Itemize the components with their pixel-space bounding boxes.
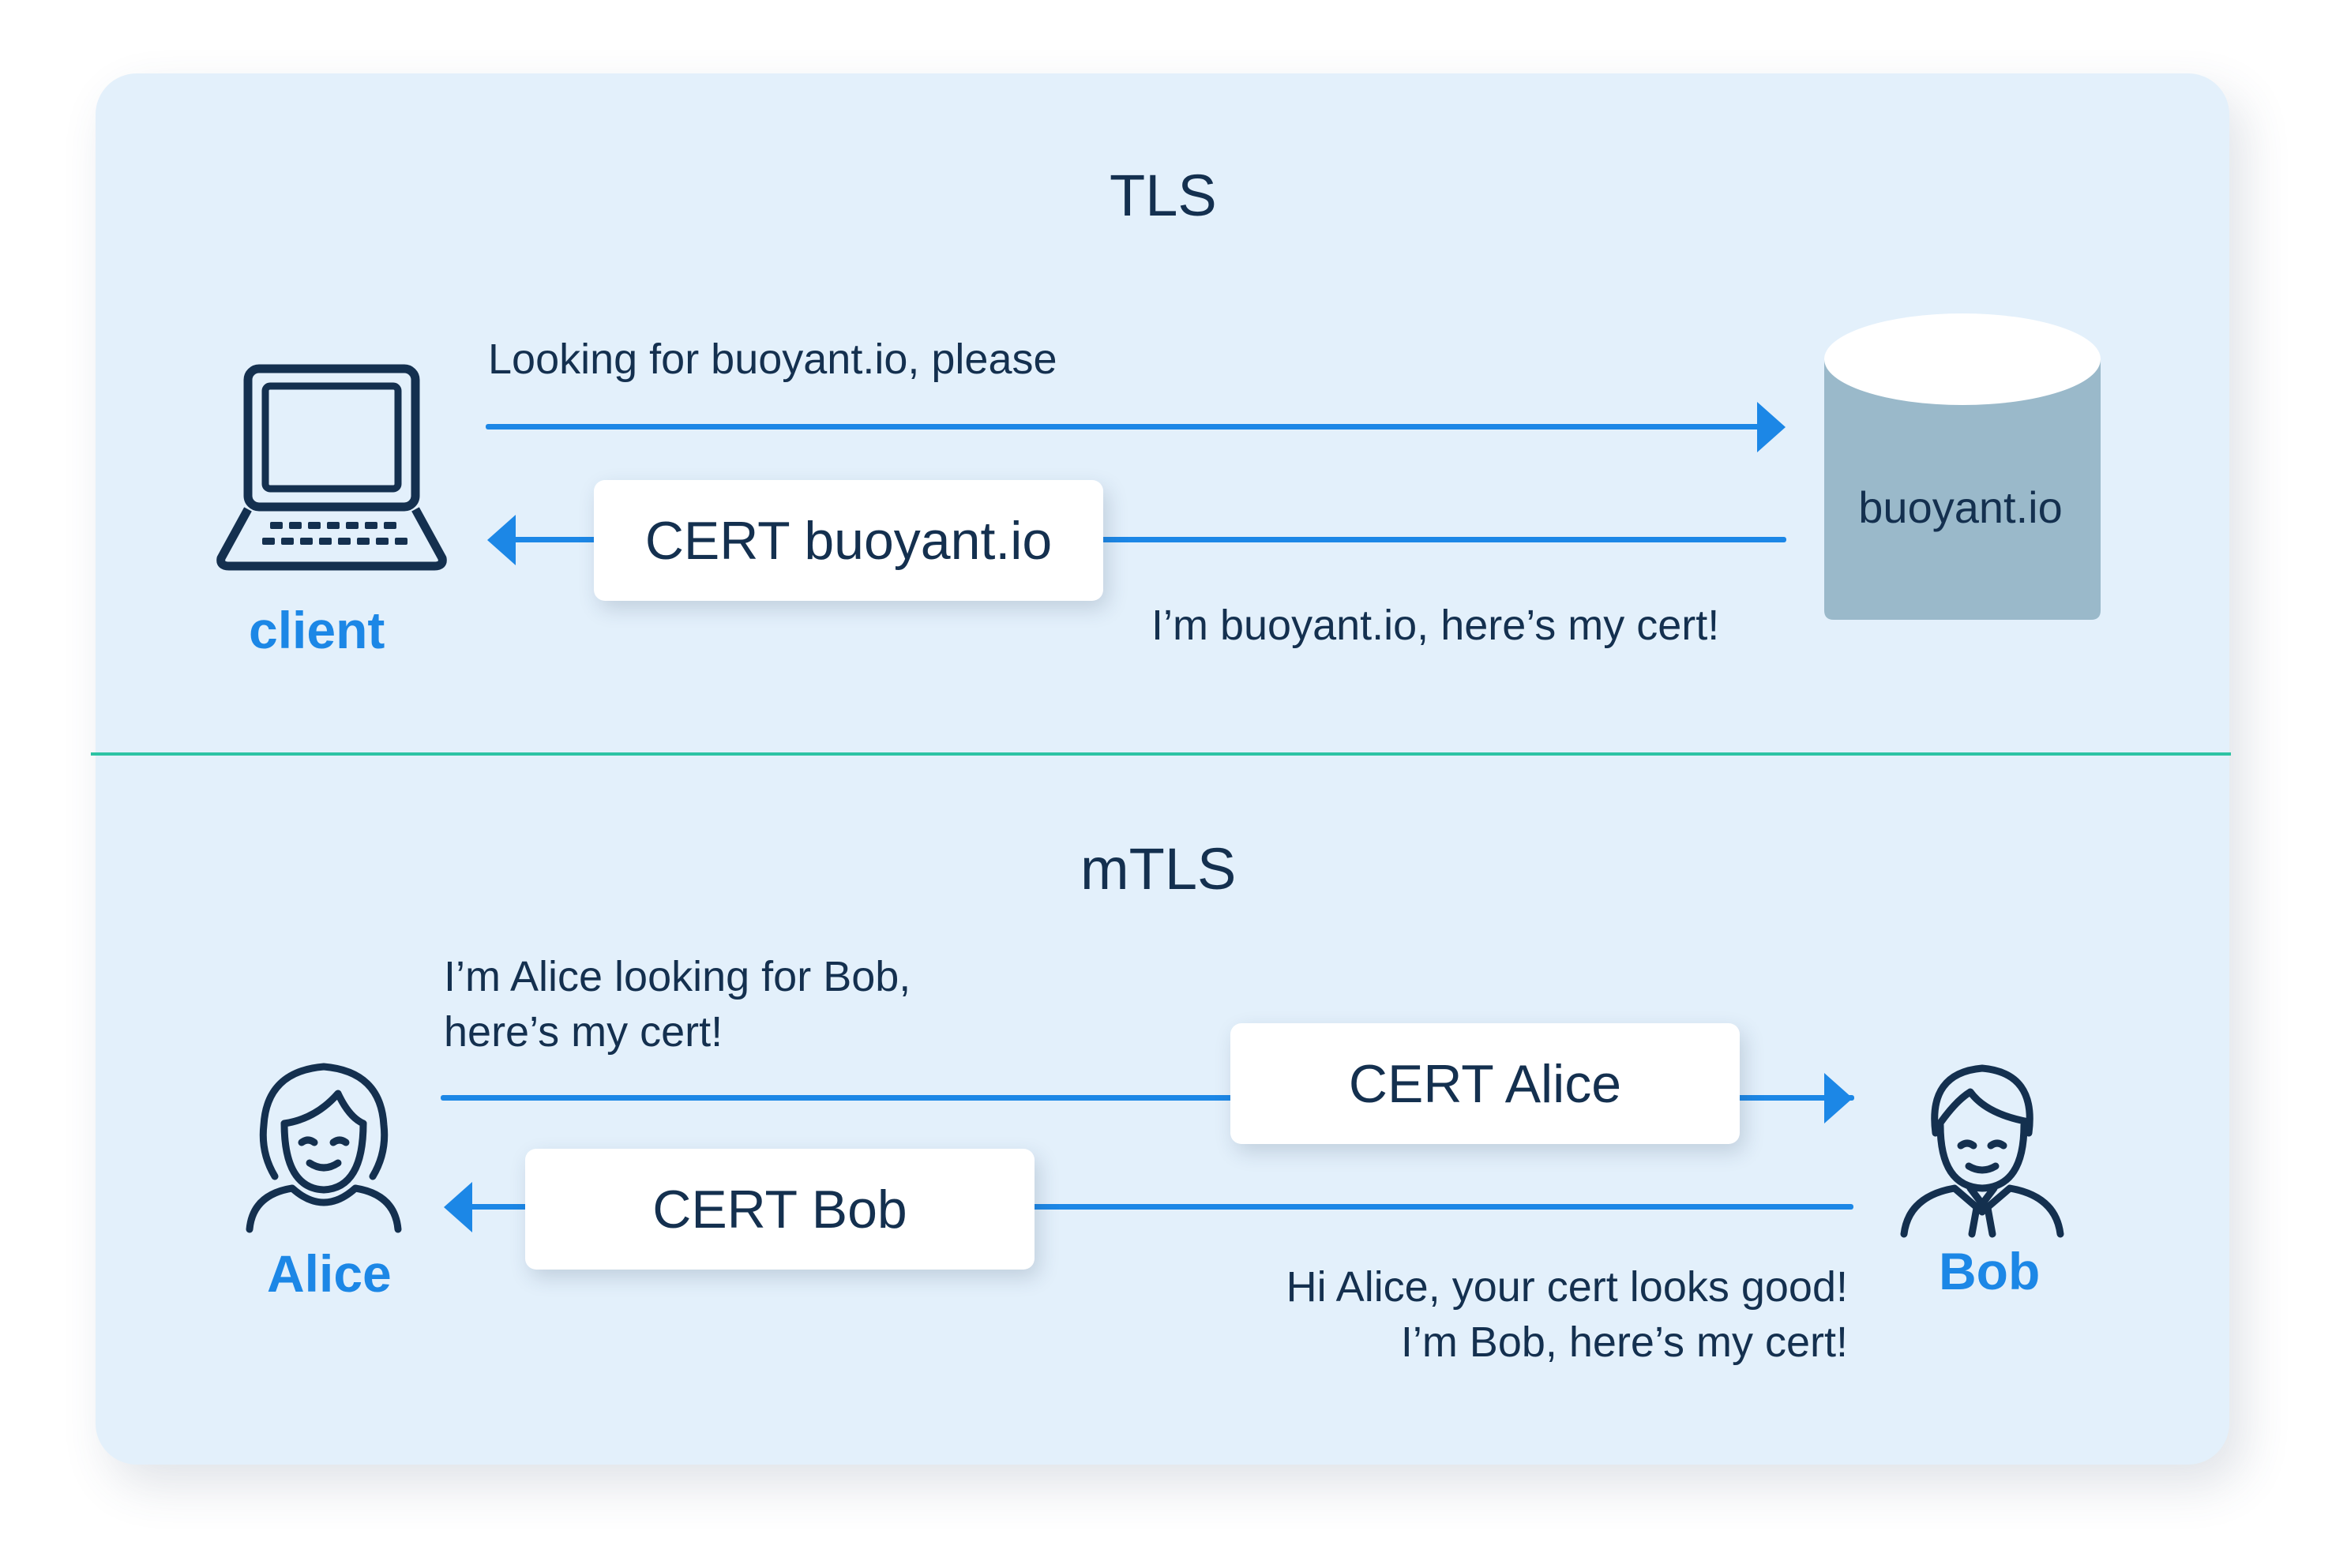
- woman-avatar-icon: [246, 1063, 402, 1233]
- client-label: client: [249, 601, 385, 659]
- tls-request-arrowhead: [1757, 402, 1786, 452]
- alice-label: Alice: [267, 1244, 392, 1303]
- man-avatar-icon: [1900, 1064, 2064, 1238]
- bob-cert-card: CERT Bob: [525, 1149, 1035, 1270]
- server-label: buoyant.io: [1858, 482, 2063, 532]
- tls-response-text: I’m buoyant.io, here’s my cert!: [1151, 602, 1720, 649]
- tls-response-arrowhead: [487, 515, 516, 565]
- mtls-response-line: [462, 1204, 1853, 1210]
- diagram-panel: [96, 73, 2229, 1465]
- mtls-response-arrowhead: [444, 1182, 472, 1232]
- alice-cert-card: CERT Alice: [1230, 1023, 1740, 1144]
- bob-label: Bob: [1939, 1242, 2041, 1300]
- tls-cert-card: CERT buoyant.io: [594, 480, 1103, 601]
- tls-request-text: Looking for buoyant.io, please: [488, 336, 1057, 383]
- mtls-request-text-line1: I’m Alice looking for Bob,: [444, 953, 911, 1000]
- mtls-request-arrowhead: [1824, 1073, 1853, 1123]
- tls-request-line: [486, 424, 1777, 430]
- mtls-request-line: [441, 1095, 1854, 1101]
- mtls-heading: mTLS: [1080, 836, 1237, 902]
- mtls-request-text-line2: here’s my cert!: [444, 1008, 723, 1056]
- tls-heading: TLS: [1110, 163, 1217, 228]
- tls-response-line: [505, 537, 1786, 542]
- section-divider: [91, 752, 2231, 756]
- mtls-response-text-line1: Hi Alice, your cert looks good!: [1286, 1263, 1848, 1311]
- server-cylinder-icon: [1824, 313, 2101, 620]
- laptop-icon: [216, 364, 447, 571]
- mtls-response-text-line2: I’m Bob, here’s my cert!: [1400, 1319, 1848, 1366]
